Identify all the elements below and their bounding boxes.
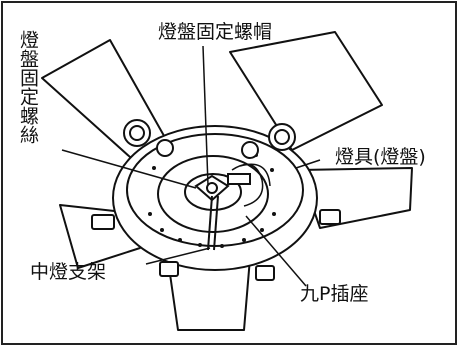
lamp-sockets (91, 119, 341, 281)
label-9p-socket: 九P插座 (300, 283, 369, 305)
leader-lines (61, 45, 321, 287)
label-center-bracket: 中燈支架 (30, 261, 107, 283)
label-top-screw-cap: 燈盤固定螺帽 (158, 21, 273, 43)
label-fixing-screw: 燈盤固定螺絲 (17, 30, 39, 144)
mounting-holes (148, 153, 276, 248)
center-assembly (194, 173, 251, 251)
label-fixture: 燈具(燈盤) (335, 146, 426, 168)
blade-upper-right (229, 31, 383, 151)
